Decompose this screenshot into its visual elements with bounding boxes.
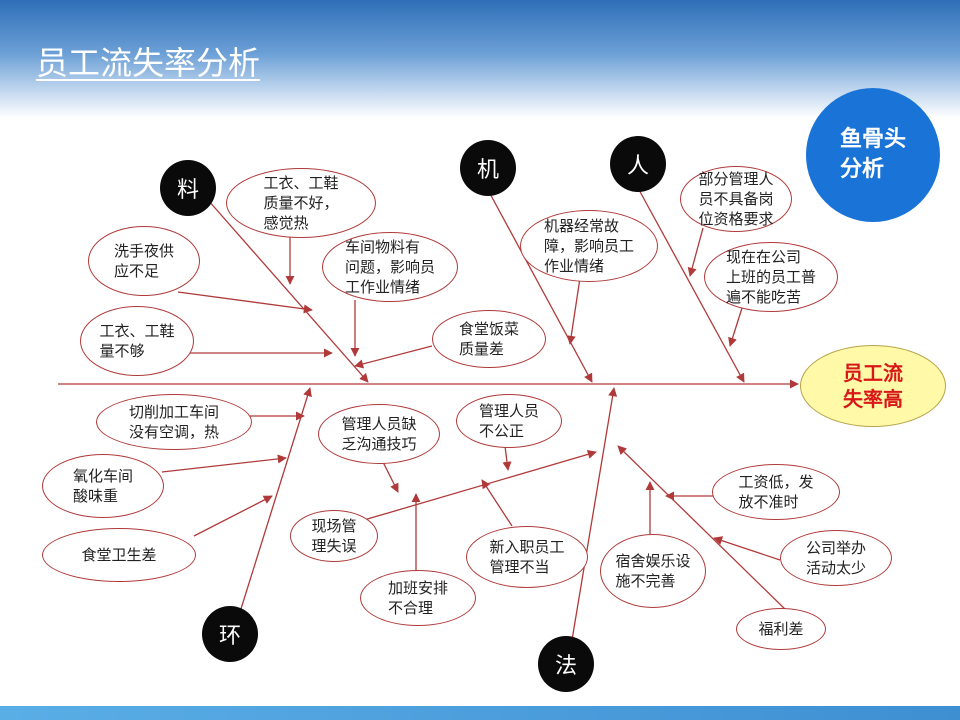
cause-workwear-heat: 工衣、工鞋 质量不好， 感觉热	[226, 168, 376, 238]
cause-workwear-qty: 工衣、工鞋 量不够	[80, 306, 194, 376]
cause-manager-qual: 部分管理人 员不具备岗 位资格要求	[680, 166, 792, 232]
cause-communication: 管理人员缺 乏沟通技巧	[318, 404, 440, 464]
cause-canteen-hygiene: 食堂卫生差	[42, 528, 196, 582]
category-method: 法	[538, 636, 594, 692]
cause-dorm: 宿舍娱乐设 施不完善	[600, 534, 706, 608]
arrow-activities	[713, 536, 781, 561]
category-man: 人	[610, 136, 666, 192]
arrow-oxidation	[161, 454, 287, 473]
arrow-manager-qual	[687, 227, 704, 277]
arrow-handwash	[177, 291, 313, 314]
sub-bone-management	[363, 449, 597, 521]
bone-machine	[487, 189, 593, 383]
bone-method	[571, 387, 618, 641]
cause-materials: 车间物料有 问题，影响员 工作业情绪	[322, 232, 458, 302]
cause-oxidation: 氧化车间 酸味重	[42, 454, 164, 518]
cause-handwash: 洗手夜供 应不足	[88, 226, 200, 296]
sub-bone-welfare	[617, 445, 791, 615]
page-title: 员工流失率分析	[36, 44, 261, 82]
arrow-communication	[381, 459, 399, 493]
bone-man	[637, 187, 745, 383]
cause-overtime: 加班安排 不合理	[360, 570, 476, 626]
method-badge: 鱼骨头 分析	[806, 88, 940, 222]
category-machine: 机	[460, 140, 516, 196]
cause-canteen-food: 食堂饭菜 质量差	[432, 310, 546, 368]
arrow-hardship	[728, 307, 743, 347]
effect-head: 员工流 失率高	[800, 345, 946, 427]
cause-unfair: 管理人员 不公正	[456, 394, 562, 448]
footer-band	[0, 706, 960, 720]
cause-newhire: 新入职员工 管理不当	[466, 526, 588, 588]
arrow-canteen-food	[354, 345, 433, 369]
cause-site-management: 现场管 理失误	[290, 510, 378, 562]
bone-material	[207, 199, 369, 383]
header-band	[0, 0, 960, 118]
cause-machine-fault: 机器经常故 障，影响员工 作业情绪	[520, 210, 658, 282]
cause-welfare: 福利差	[736, 608, 826, 650]
arrow-newhire	[481, 479, 513, 527]
arrow-unfair	[502, 445, 512, 471]
cause-activities: 公司举办 活动太少	[780, 530, 892, 586]
category-environment: 环	[202, 606, 258, 662]
cause-salary: 工资低，发 放不准时	[712, 464, 840, 520]
cause-cutting-heat: 切削加工车间 没有空调，热	[96, 394, 252, 450]
cause-hardship: 现在在公司 上班的员工普 遍不能吃苦	[704, 242, 838, 312]
category-material: 料	[160, 160, 216, 216]
arrow-canteen-hygiene	[193, 495, 273, 537]
bone-environment	[239, 387, 312, 613]
arrow-machine-fault	[566, 277, 581, 345]
